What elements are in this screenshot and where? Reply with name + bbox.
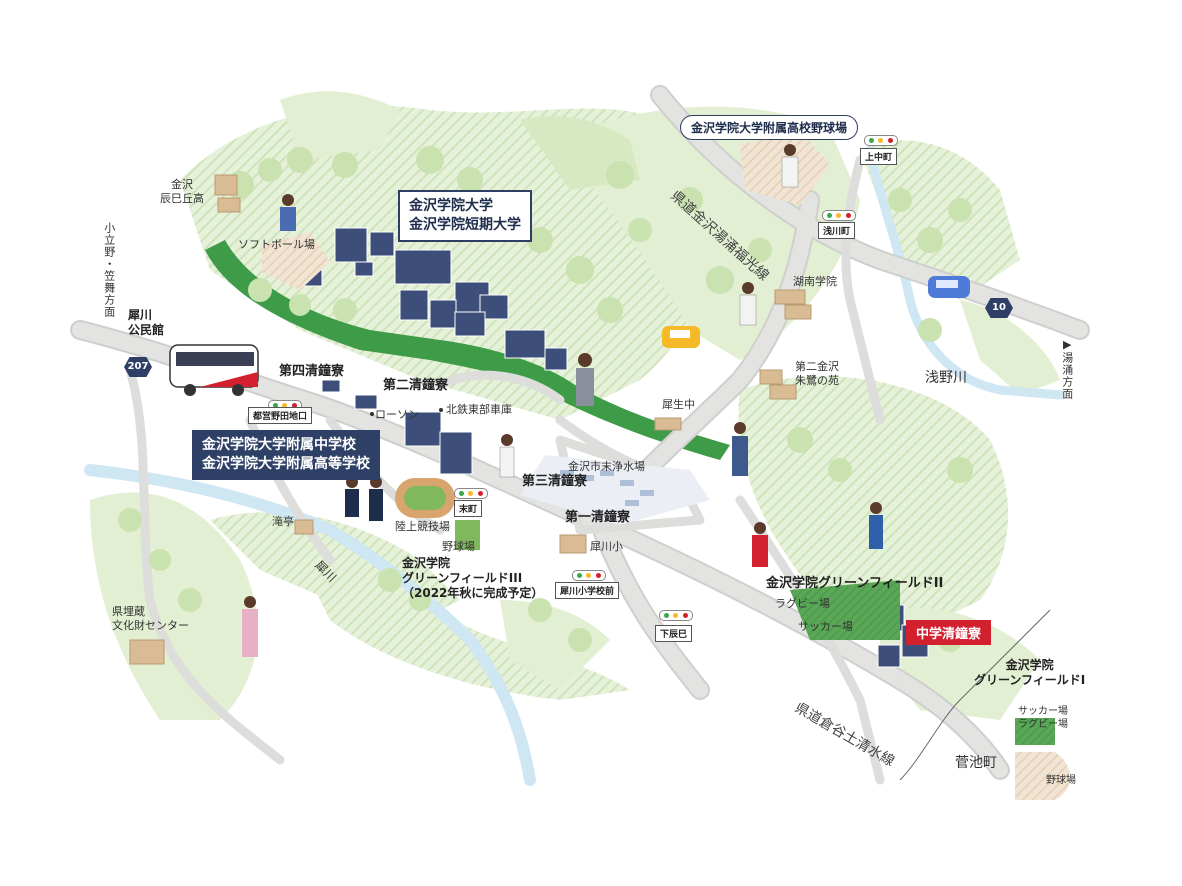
taxi-icon — [662, 326, 700, 348]
konan-label: 湖南学院 — [793, 275, 837, 288]
traffic-light-icon — [572, 570, 606, 581]
stop-toshi-noda: 都営野田地口 — [248, 407, 313, 424]
dorm-2-label: 第二清鐘寮 — [383, 378, 449, 393]
soccer-rugby-label: サッカー場 ラグビー場 — [1018, 706, 1068, 730]
green-field-1-soccer — [1015, 718, 1055, 745]
takitei-label: 滝亭 — [272, 515, 294, 528]
boundary-line — [899, 609, 1051, 781]
traffic-light-icon — [659, 610, 693, 621]
ballpark-label: 野球場 — [442, 540, 475, 553]
stop-kaminaka: 上中町 — [860, 148, 898, 165]
traffic-light-icon — [454, 488, 488, 499]
green-field-1-label: 金沢学院 グリーンフィールドI — [974, 658, 1086, 687]
person-icon — [242, 144, 883, 657]
school-label: 金沢学院大学附属中学校 金沢学院大学附属高等学校 — [192, 430, 380, 480]
campus-slope — [205, 240, 730, 460]
route-10-shield: 10 — [985, 298, 1013, 318]
yuwaku-direction-label: ▶湯涌方面 — [1060, 338, 1074, 400]
daini-kanazawa-label: 第二金沢 朱鷺の苑 — [795, 360, 839, 387]
stop-shimo-tatsumi: 下辰巳 — [655, 625, 693, 642]
softball-label: ソフトボール場 — [238, 238, 315, 251]
lawson-label: ローソン — [375, 408, 419, 421]
dorm-1-label: 第一清鐘寮 — [565, 510, 631, 525]
ballpark-field — [455, 520, 480, 550]
traffic-light-icon — [822, 210, 856, 221]
oyano-direction-label: 小立野・笠舞方面 — [102, 222, 116, 318]
stop-suemachi: 末町 — [454, 500, 483, 517]
track-field — [395, 478, 455, 518]
softball-field — [262, 232, 330, 290]
green-field-2-label: 金沢学院グリーンフィールドII — [766, 576, 944, 591]
dorm-4-label: 第四清鐘寮 — [279, 364, 345, 379]
asano-river-label: 浅野川 — [925, 370, 967, 386]
tatsumi-hs-label: 金沢 辰巳丘高 — [160, 178, 204, 205]
car-icon — [928, 276, 970, 298]
green-field-2 — [790, 580, 900, 640]
water-plant-label: 金沢市末浄水場 — [568, 460, 645, 473]
saisei-jhs-label: 犀生中 — [662, 398, 695, 411]
track-label: 陸上競技場 — [395, 520, 450, 533]
lawson-marker — [370, 412, 374, 416]
traffic-light-icon — [864, 135, 898, 146]
hokutetsu-label: 北鉄東部車庫 — [446, 403, 512, 416]
middle-dorm-label: 中学清鐘寮 — [906, 620, 992, 645]
ballpark-2-label: 野球場 — [1046, 775, 1076, 786]
sugaike-label: 菅池町 — [955, 755, 997, 771]
museum-label: 県埋蔵 文化財センター — [112, 605, 189, 632]
saigawa-elem-label: 犀川小 — [590, 540, 623, 553]
green-field-1-baseball — [1015, 752, 1070, 800]
university-label: 金沢学院大学 金沢学院短期大学 — [398, 190, 532, 242]
water-plant-tanks — [560, 470, 654, 506]
stop-asakawa: 浅川町 — [818, 222, 856, 239]
soccer-label: サッカー場 — [798, 620, 853, 633]
stop-saigawa-elem-mae: 犀川小学校前 — [555, 582, 620, 599]
route-207-shield: 207 — [124, 357, 152, 377]
saigawa-hall-label: 犀川 公民館 — [128, 308, 165, 337]
hs-baseball-label: 金沢学院大学附属高校野球場 — [680, 115, 859, 140]
green-field-3-label: 金沢学院 グリーンフィールドIII （2022年秋に完成予定） — [402, 556, 544, 600]
bus-icon — [169, 344, 259, 396]
dorm-3-label: 第三清鐘寮 — [522, 474, 588, 489]
rugby-label: ラグビー場 — [775, 597, 830, 610]
hokutetsu-marker — [439, 408, 443, 412]
